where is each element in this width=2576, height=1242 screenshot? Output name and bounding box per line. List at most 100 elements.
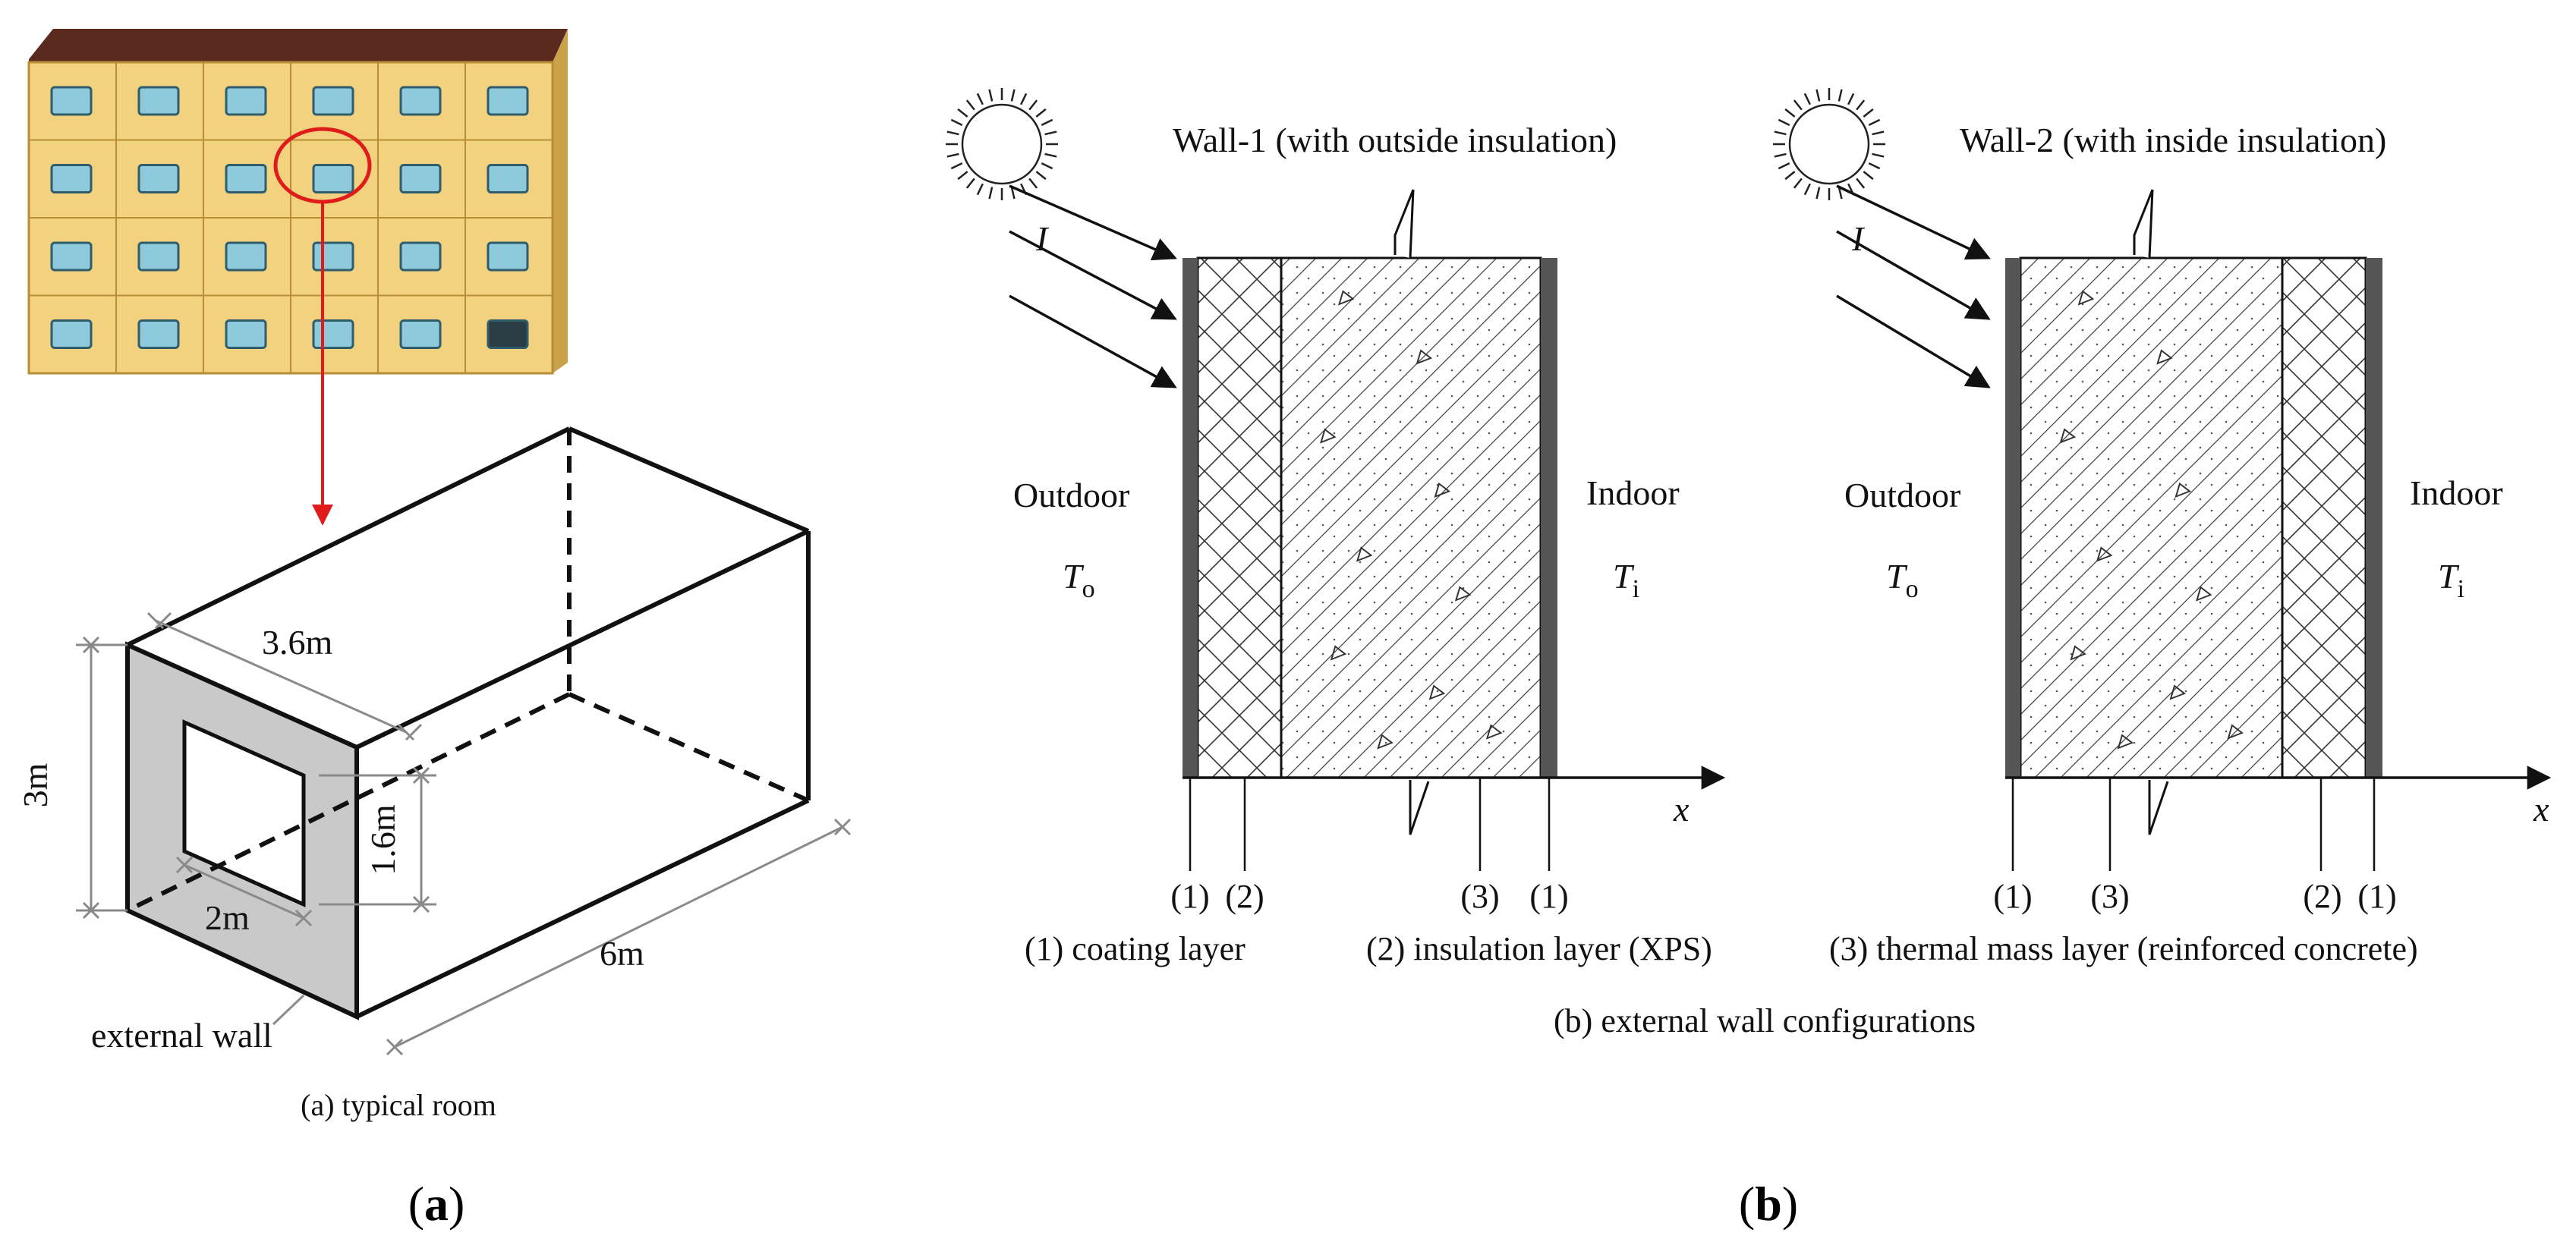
outdoor-label: Outdoor	[1013, 476, 1129, 514]
radiation-arrow	[1836, 230, 1991, 320]
dim-depth-label: 3.6m	[262, 623, 333, 662]
facade-window	[225, 164, 267, 193]
sun-ray	[965, 178, 975, 189]
sun-ray	[1872, 130, 1885, 136]
facade-window	[399, 319, 442, 349]
wall1-title: Wall-1 (with outside insulation)	[1173, 121, 1617, 159]
sun-ray	[946, 152, 959, 158]
building-roof	[29, 29, 568, 62]
facade-window	[312, 319, 354, 349]
sun-ray	[1010, 89, 1016, 102]
aggregate-mark	[1485, 724, 1503, 740]
sun-ray	[1010, 187, 1016, 200]
sun-ray	[1035, 108, 1047, 118]
sun-ray	[1847, 93, 1855, 105]
wall2-title: Wall-2 (with inside insulation)	[1960, 121, 2386, 159]
panel-a-label: (a)	[408, 1177, 465, 1231]
sun-ray	[1856, 178, 1866, 189]
wall1-diagram: I x Outdoor To Indoor Ti Wall-1 (with ou…	[946, 88, 1726, 915]
facade-window	[137, 319, 180, 349]
facade-bay	[464, 294, 553, 374]
aggregate-mark	[2174, 482, 2191, 498]
facade-window	[399, 241, 442, 272]
aggregate-mark	[2070, 645, 2086, 661]
sun-ray	[976, 183, 984, 196]
aggregate-mark	[1454, 586, 1472, 602]
sun-ray	[1838, 89, 1843, 102]
aggregate-mark	[2227, 724, 2244, 740]
radiation-arrow	[1009, 294, 1177, 388]
dimension-ticks	[82, 612, 852, 1056]
radiation-arrow	[1009, 184, 1177, 261]
aggregate-mark	[2117, 734, 2134, 750]
sun-icon	[946, 88, 1058, 200]
indoor-label: Indoor	[2410, 473, 2503, 512]
concrete-aggregate	[1320, 290, 1503, 750]
sun-ray	[1838, 187, 1843, 200]
dim-window-height-label: 1.6m	[364, 804, 402, 876]
indoor-temp-label: Ti	[2438, 557, 2464, 603]
facade-window	[137, 241, 180, 272]
break-mark	[1393, 189, 1430, 835]
facade-window	[487, 86, 529, 116]
sun-ray	[1020, 93, 1028, 105]
building-side	[553, 29, 568, 373]
sun-ray	[1868, 118, 1881, 126]
wall2-diagram: I x Outdoor To Indoor Ti Wall-2 (with in…	[1773, 88, 2552, 915]
sun-ray	[1774, 130, 1787, 136]
sun-ray	[1868, 162, 1881, 170]
aggregate-mark	[1377, 734, 1393, 750]
outdoor-temp-label: To	[1886, 557, 1919, 603]
dim-window-width-label: 2m	[205, 898, 250, 937]
sun-ray	[976, 93, 984, 105]
aggregate-mark	[2156, 349, 2173, 365]
sun-ray	[1044, 130, 1057, 136]
layer-marker: (3)	[2090, 878, 2129, 915]
facade-window	[50, 319, 93, 349]
legend-coating: (1) coating layer	[1025, 930, 1245, 967]
layer-marker: (1)	[1993, 878, 2032, 915]
panel-b-label: (b)	[1739, 1177, 1798, 1231]
facade-window	[225, 319, 267, 349]
legend-insulation: (2) insulation layer (XPS)	[1366, 930, 1712, 967]
room-edge	[126, 426, 571, 647]
sun-ray	[965, 99, 975, 111]
sun-ray	[1863, 171, 1874, 181]
layer-marker: (2)	[1225, 878, 1264, 915]
room-edge	[355, 529, 810, 750]
external-wall-label: external wall	[91, 1016, 272, 1055]
radiation-arrow	[1009, 230, 1177, 320]
dimension-lines	[76, 619, 843, 1049]
facade-window	[399, 164, 442, 193]
aggregate-mark	[1337, 290, 1355, 306]
sun-ray	[950, 118, 963, 126]
aggregate-mark	[2077, 290, 2095, 306]
facade-window	[50, 241, 93, 272]
x-axis-label: x	[1673, 790, 1690, 829]
sun-ray	[1815, 187, 1821, 200]
radiation-arrow	[1836, 294, 1991, 388]
break-mark	[2133, 189, 2169, 835]
outdoor-label: Outdoor	[1844, 476, 1960, 514]
sun-ray	[1035, 171, 1047, 181]
facade-window	[312, 241, 354, 272]
aggregate-mark	[1320, 428, 1337, 444]
facade-window	[312, 86, 354, 116]
sun-ray	[1028, 99, 1038, 111]
coating-layer-inner	[2366, 258, 2382, 778]
sun-ray	[1778, 118, 1790, 126]
outdoor-temp-label: To	[1063, 557, 1095, 603]
layer-leaders	[2011, 778, 2376, 871]
sun-ray	[1803, 93, 1811, 105]
dim-height-label: 3m	[16, 762, 55, 807]
x-axis-label: x	[2533, 790, 2549, 829]
irradiance-symbol: I	[1035, 219, 1050, 258]
hidden-edge	[568, 692, 810, 803]
sun-ray	[950, 162, 963, 170]
sun-ray	[1863, 108, 1874, 118]
coating-layer-outer	[1183, 258, 1198, 778]
sun-ray	[957, 171, 968, 181]
aggregate-mark	[1330, 645, 1347, 661]
concrete-aggregate	[2059, 290, 2244, 750]
